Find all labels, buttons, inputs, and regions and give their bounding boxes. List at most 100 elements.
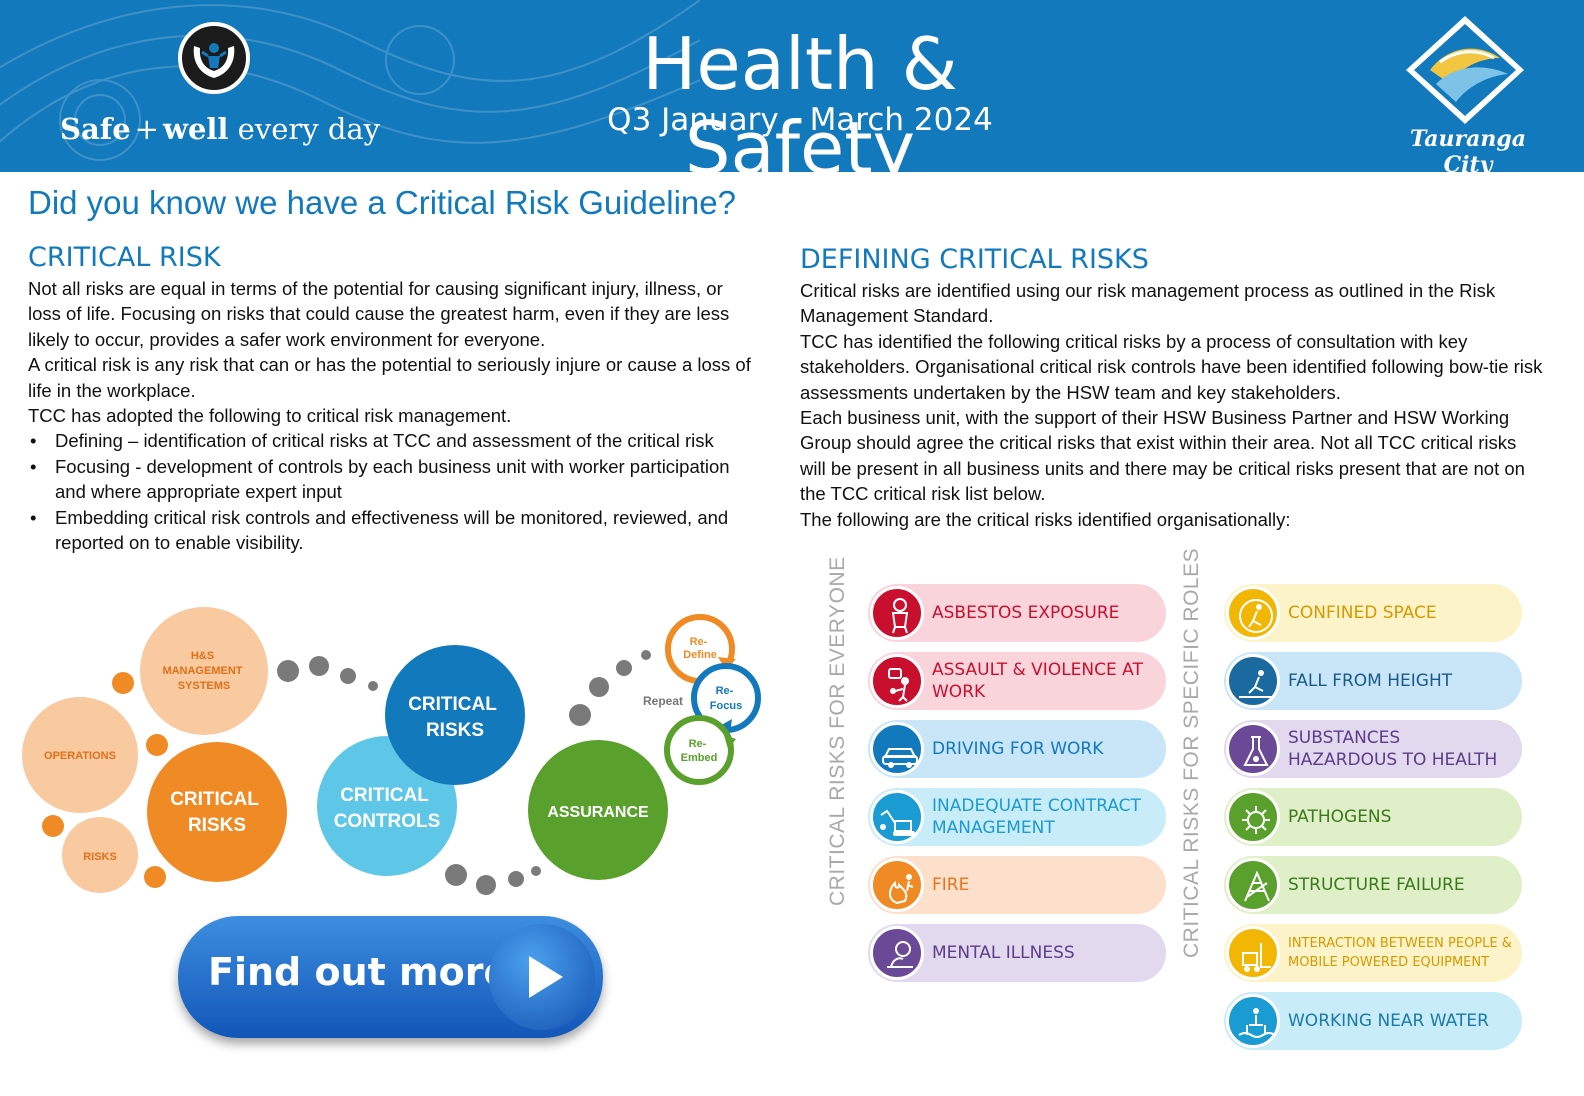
risk-pill-driving-for-work[interactable]: DRIVING FOR WORK <box>868 720 1166 778</box>
diagram-dot <box>42 815 64 837</box>
assurance-circle <box>528 740 668 880</box>
critical-risk-bullets: Defining – identification of critical ri… <box>28 428 758 555</box>
hs-label-2: MANAGEMENT <box>162 665 242 677</box>
risk-pill-label: PATHOGENS <box>1288 807 1392 827</box>
risk-pill-label: ASBESTOS EXPOSURE <box>932 603 1120 623</box>
hs-management-circle <box>140 607 268 735</box>
refocus-label-2: Focus <box>710 700 742 712</box>
svg-text:Re- Embed: Re- Embed <box>681 738 718 764</box>
safe-well-logo <box>178 22 250 94</box>
find-out-more-label: Find out more <box>208 950 510 994</box>
page-title: Health & Safety <box>642 22 958 172</box>
diagram-dot <box>531 866 541 876</box>
defining-p3: Each business unit, with the support of … <box>800 407 1525 505</box>
risk-pill-interaction-between-people-mobile-powered-equipment[interactable]: INTERACTION BETWEEN PEOPLE & MOBILE POWE… <box>1224 924 1522 982</box>
diagram-dot <box>144 866 166 888</box>
tagline-plus: + <box>134 112 159 146</box>
orange-label-1: CRITICAL <box>170 789 259 810</box>
controls-label-1: CRITICAL <box>340 785 429 806</box>
risk-pill-assault-violence-at-work[interactable]: ASSAULT & VIOLENCE AT WORK <box>868 652 1166 710</box>
risk-pill-label: INADEQUATE CONTRACT MANAGEMENT <box>932 796 1141 838</box>
critical-risks-orange-circle <box>147 742 287 882</box>
fall-icon <box>1226 654 1280 708</box>
risk-pill-substances-hazardous-to-health[interactable]: SUBSTANCES HAZARDOUS TO HEALTH <box>1224 720 1522 778</box>
risk-pill-structure-failure[interactable]: STRUCTURE FAILURE <box>1224 856 1522 914</box>
risk-pill-fall-from-height[interactable]: FALL FROM HEIGHT <box>1224 652 1522 710</box>
operations-label: OPERATIONS <box>44 750 116 762</box>
defining-critical-risks-heading: DEFINING CRITICAL RISKS <box>800 244 1149 275</box>
risk-pill-pathogens[interactable]: PATHOGENS <box>1224 788 1522 846</box>
diagram-dot <box>569 704 591 726</box>
controls-label-2: CONTROLS <box>334 811 441 832</box>
defining-critical-risks-body: Critical risks are identified using our … <box>800 278 1545 532</box>
bullet-embedding: Embedding critical risk controls and eff… <box>28 505 758 556</box>
risk-pill-confined-space[interactable]: CONFINED SPACE <box>1224 584 1522 642</box>
flask-icon <box>1226 722 1280 776</box>
diagram-dot <box>340 668 356 684</box>
assurance-label: ASSURANCE <box>547 804 649 821</box>
diagram-dot <box>508 871 524 887</box>
reembed-label-2: Embed <box>681 752 718 764</box>
bullet-defining: Defining – identification of critical ri… <box>28 428 758 454</box>
critical-risk-p1: Not all risks are equal in terms of the … <box>28 278 730 350</box>
fire-icon <box>870 858 924 912</box>
risk-pill-label: CONFINED SPACE <box>1288 603 1437 623</box>
refocus-label-1: Re- <box>716 685 734 697</box>
hazmat-suit-icon <box>870 586 924 640</box>
bullet-focusing: Focusing - development of controls by ea… <box>28 454 758 505</box>
svg-text:Re- Focus: Re- Focus <box>710 685 742 712</box>
question-heading: Did you know we have a Critical Risk Gui… <box>28 184 736 221</box>
find-out-more-button[interactable]: Find out more <box>178 916 603 1038</box>
svg-text:CRITICAL RISKS: CRITICAL RISKS <box>170 789 264 836</box>
diagram-dot <box>589 677 609 697</box>
svg-text:H&S MANAGEMENT SYSTEMS: H&S MANAGEMENT SYSTEMS <box>162 650 245 692</box>
brain-icon <box>870 926 924 980</box>
orange-label-2: RISKS <box>188 815 246 836</box>
risk-pill-label: ASSAULT & VIOLENCE AT WORK <box>932 660 1143 702</box>
hs-label-1: H&S <box>191 650 214 662</box>
brand-name: Tauranga City <box>1410 126 1526 172</box>
forklift-icon <box>1226 926 1280 980</box>
svg-text:Re- Define: Re- Define <box>683 636 717 661</box>
tauranga-city-logo <box>1406 16 1524 124</box>
page-subtitle: Q3 January - March 2024 <box>607 102 993 138</box>
critical-risk-heading: CRITICAL RISK <box>28 242 221 273</box>
svg-text:CRITICAL CONTROLS: CRITICAL CONTROLS <box>334 785 441 832</box>
risk-pill-label: SUBSTANCES HAZARDOUS TO HEALTH <box>1288 728 1498 770</box>
risk-pill-working-near-water[interactable]: WORKING NEAR WATER <box>1224 992 1522 1050</box>
page-header: Safe+well every day Health & Safety Q3 J… <box>0 0 1584 172</box>
critical-risk-process-diagram: H&S MANAGEMENT SYSTEMS OPERATIONS RISKS … <box>22 607 761 895</box>
structure-icon <box>1226 858 1280 912</box>
car-icon <box>870 722 924 776</box>
diagram-dot <box>277 660 299 682</box>
diagram-dot <box>146 734 168 756</box>
confined-space-icon <box>1226 586 1280 640</box>
diagram-dot <box>445 864 467 886</box>
critical-risks-blue-circle <box>385 645 525 785</box>
risk-pill-inadequate-contract-management[interactable]: INADEQUATE CONTRACT MANAGEMENT <box>868 788 1166 846</box>
risk-pill-fire[interactable]: FIRE <box>868 856 1166 914</box>
defining-p2: TCC has identified the following critica… <box>800 330 1543 403</box>
tagline-safe: Safe <box>60 112 131 146</box>
critical-risk-p3: TCC has adopted the following to critica… <box>28 405 512 427</box>
diagram-dot <box>641 650 651 660</box>
risk-pill-label: INTERACTION BETWEEN PEOPLE & MOBILE POWE… <box>1288 936 1512 970</box>
hs-label-3: SYSTEMS <box>178 680 231 692</box>
diagram-dot <box>476 875 496 895</box>
excavator-icon <box>870 790 924 844</box>
risk-pill-asbestos-exposure[interactable]: ASBESTOS EXPOSURE <box>868 584 1166 642</box>
tagline-well: well <box>162 112 229 146</box>
water-icon <box>1226 994 1280 1048</box>
risk-pill-label: DRIVING FOR WORK <box>932 739 1104 759</box>
diagram-dot <box>309 656 329 676</box>
risk-pill-mental-illness[interactable]: MENTAL ILLNESS <box>868 924 1166 982</box>
reembed-label-1: Re- <box>689 738 707 750</box>
everyone-label: CRITICAL RISKS FOR EVERYONE <box>826 556 849 906</box>
risk-pill-label: FIRE <box>932 875 970 895</box>
defining-p4: The following are the critical risks ide… <box>800 508 1291 530</box>
svg-text:CRITICAL RISKS: CRITICAL RISKS <box>408 694 502 741</box>
blue-label-1: CRITICAL <box>408 694 497 715</box>
diagram-dot <box>112 672 134 694</box>
header-pattern <box>0 0 700 161</box>
risks-label: RISKS <box>83 851 117 863</box>
